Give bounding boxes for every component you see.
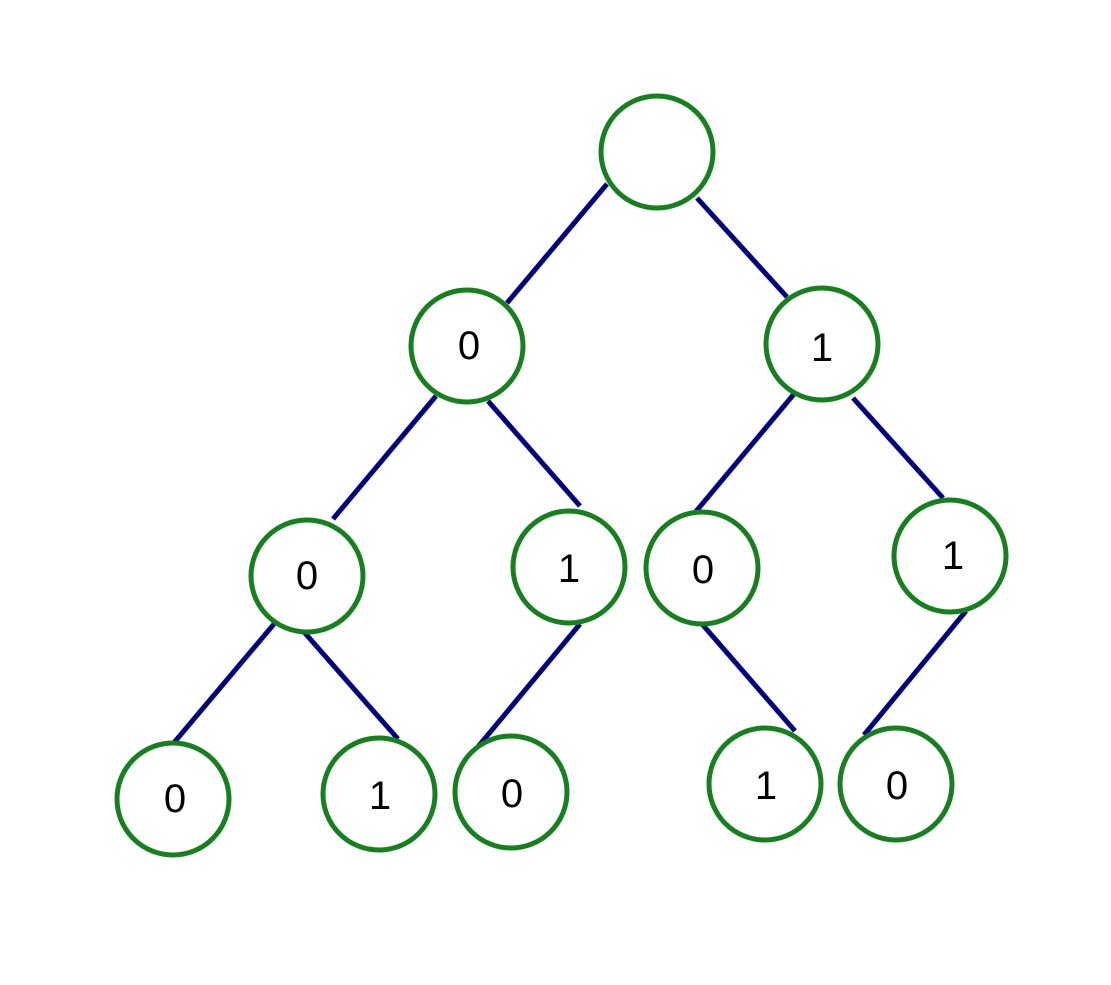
tree-node-10: 0 [643,509,761,627]
node-label: 0 [164,777,186,821]
edges [170,182,968,750]
node-circle [320,735,438,853]
node-circle [837,725,955,843]
tree-node-00: 0 [248,517,366,635]
node-label: 1 [558,547,580,591]
node-label: 1 [369,774,391,818]
node-circle [643,509,761,627]
node-circle [891,497,1009,615]
edge-0-to-01 [486,399,582,508]
node-label: 0 [886,764,908,808]
edge-10-to-101 [700,622,797,733]
nodes: 0 1 0 1 0 1 0 1 [114,93,1009,858]
node-circle [408,287,526,405]
edge-00-to-000 [170,622,276,747]
tree-node-101: 1 [706,725,824,843]
edge-1-to-10 [691,392,796,517]
node-circle [248,517,366,635]
node-label: 1 [755,764,777,808]
node-label: 0 [296,554,318,598]
node-label: 1 [942,534,964,578]
node-label: 0 [501,772,523,816]
node-label: 0 [458,324,480,368]
node-label: 0 [692,548,714,592]
edge-root-to-0 [505,182,609,305]
tree-node-010: 0 [452,733,570,851]
node-circle [706,725,824,843]
edge-root-to-1 [695,196,789,299]
edge-01-to-010 [475,622,582,750]
tree-node-01: 1 [510,508,628,626]
tree-node-000: 0 [114,740,232,858]
edge-1-to-11 [851,396,945,500]
tree-node-001: 1 [320,735,438,853]
node-circle [510,508,628,626]
node-circle [598,93,716,211]
edge-0-to-00 [331,394,438,521]
tree-node-0: 0 [408,287,526,405]
tree-node-root [598,93,716,211]
node-circle [114,740,232,858]
tree-node-110: 0 [837,725,955,843]
edge-11-to-110 [862,609,968,737]
node-circle [763,285,881,403]
tree-node-11: 1 [891,497,1009,615]
tree-node-1: 1 [763,285,881,403]
node-circle [452,733,570,851]
edge-00-to-001 [302,630,400,741]
node-label: 1 [811,326,833,370]
